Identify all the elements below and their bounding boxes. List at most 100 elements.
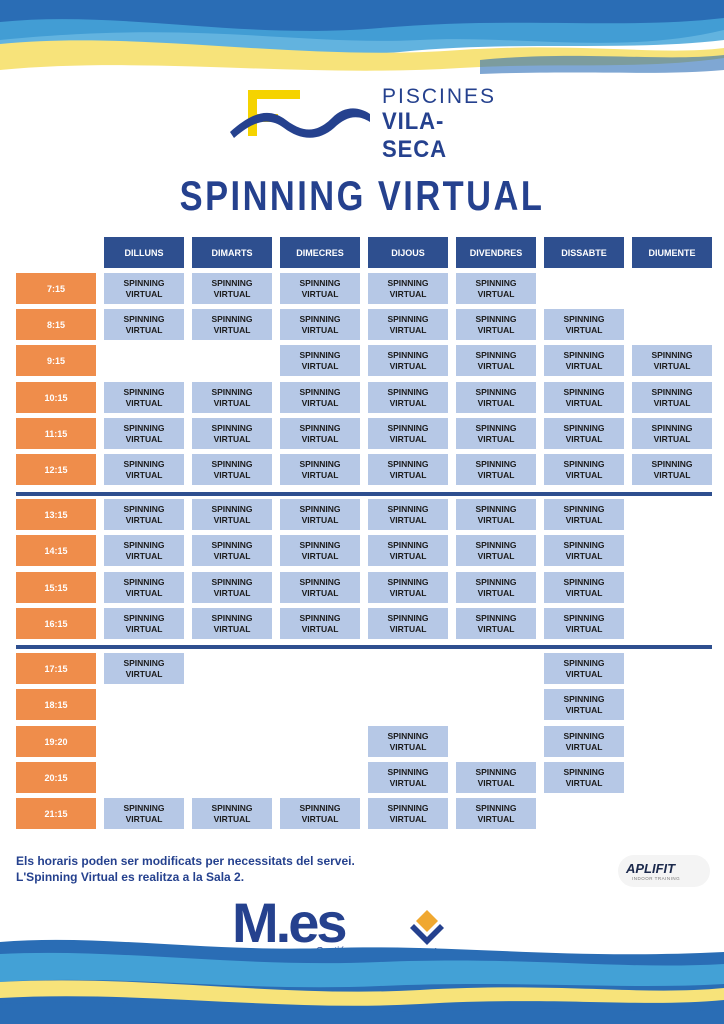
class-slot-dimarts: SPINNING VIRTUAL [192, 499, 272, 530]
class-slot-dissabte: SPINNING VIRTUAL [544, 309, 624, 340]
aplifit-logo: APLIFIT INDOOR TRAINING [618, 855, 710, 887]
class-slot-dissabte: SPINNING VIRTUAL [544, 499, 624, 530]
class-slot-dilluns: SPINNING VIRTUAL [104, 382, 184, 413]
class-slot-dijous: SPINNING VIRTUAL [368, 454, 448, 485]
class-slot-diumente: SPINNING VIRTUAL [632, 345, 712, 376]
class-slot-dijous: SPINNING VIRTUAL [368, 418, 448, 449]
time-slot: 12:15 [16, 454, 96, 485]
class-slot-dimecres: SPINNING VIRTUAL [280, 345, 360, 376]
class-slot-dilluns: SPINNING VIRTUAL [104, 309, 184, 340]
class-slot-dijous: SPINNING VIRTUAL [368, 499, 448, 530]
class-slot-divendres: SPINNING VIRTUAL [456, 454, 536, 485]
day-header-divendres: DIVENDRES [456, 237, 536, 268]
time-slot: 8:15 [16, 309, 96, 340]
top-wave-decoration [0, 0, 724, 74]
note-line2: L'Spinning Virtual es realitza a la Sala… [16, 870, 245, 884]
class-slot-dilluns: SPINNING VIRTUAL [104, 798, 184, 829]
class-slot-dilluns: SPINNING VIRTUAL [104, 608, 184, 639]
class-slot-dijous: SPINNING VIRTUAL [368, 345, 448, 376]
class-slot-dissabte: SPINNING VIRTUAL [544, 689, 624, 720]
class-slot-divendres: SPINNING VIRTUAL [456, 382, 536, 413]
class-slot-diumente: SPINNING VIRTUAL [632, 454, 712, 485]
class-slot-dissabte: SPINNING VIRTUAL [544, 345, 624, 376]
day-header-dimecres: DIMECRES [280, 237, 360, 268]
class-slot-dissabte: SPINNING VIRTUAL [544, 382, 624, 413]
time-slot: 20:15 [16, 762, 96, 793]
class-slot-dimarts: SPINNING VIRTUAL [192, 273, 272, 304]
class-slot-divendres: SPINNING VIRTUAL [456, 499, 536, 530]
day-header-diumente: DIUMENTE [632, 237, 712, 268]
time-slot: 18:15 [16, 689, 96, 720]
notes: Els horaris poden ser modificats per nec… [16, 853, 355, 885]
day-header-dimarts: DIMARTS [192, 237, 272, 268]
class-slot-dilluns: SPINNING VIRTUAL [104, 572, 184, 603]
class-slot-divendres: SPINNING VIRTUAL [456, 798, 536, 829]
class-slot-dissabte: SPINNING VIRTUAL [544, 762, 624, 793]
class-slot-dilluns: SPINNING VIRTUAL [104, 273, 184, 304]
class-slot-dissabte: SPINNING VIRTUAL [544, 608, 624, 639]
class-slot-dijous: SPINNING VIRTUAL [368, 382, 448, 413]
class-slot-dimecres: SPINNING VIRTUAL [280, 608, 360, 639]
time-slot: 19:20 [16, 726, 96, 757]
class-slot-dijous: SPINNING VIRTUAL [368, 572, 448, 603]
class-slot-divendres: SPINNING VIRTUAL [456, 309, 536, 340]
page-title: SPINNING VIRTUAL [179, 172, 545, 219]
time-slot: 7:15 [16, 273, 96, 304]
class-slot-dimecres: SPINNING VIRTUAL [280, 309, 360, 340]
time-slot: 14:15 [16, 535, 96, 566]
class-slot-dilluns: SPINNING VIRTUAL [104, 499, 184, 530]
class-slot-dilluns: SPINNING VIRTUAL [104, 653, 184, 684]
class-slot-dilluns: SPINNING VIRTUAL [104, 418, 184, 449]
class-slot-dissabte: SPINNING VIRTUAL [544, 535, 624, 566]
time-slot: 17:15 [16, 653, 96, 684]
class-slot-divendres: SPINNING VIRTUAL [456, 345, 536, 376]
day-header-dijous: DIJOUS [368, 237, 448, 268]
class-slot-dissabte: SPINNING VIRTUAL [544, 454, 624, 485]
class-slot-divendres: SPINNING VIRTUAL [456, 572, 536, 603]
class-slot-dijous: SPINNING VIRTUAL [368, 762, 448, 793]
class-slot-dimecres: SPINNING VIRTUAL [280, 572, 360, 603]
class-slot-dijous: SPINNING VIRTUAL [368, 798, 448, 829]
class-slot-diumente: SPINNING VIRTUAL [632, 418, 712, 449]
time-slot: 15:15 [16, 572, 96, 603]
class-slot-diumente: SPINNING VIRTUAL [632, 382, 712, 413]
class-slot-dijous: SPINNING VIRTUAL [368, 309, 448, 340]
class-slot-dissabte: SPINNING VIRTUAL [544, 653, 624, 684]
class-slot-dimecres: SPINNING VIRTUAL [280, 798, 360, 829]
class-slot-divendres: SPINNING VIRTUAL [456, 535, 536, 566]
brand-line2: VILA-SECA [382, 108, 448, 163]
schedule-grid: DILLUNS DIMARTS DIMECRES DIJOUS DIVENDRES DIS… [16, 237, 712, 837]
class-slot-dimecres: SPINNING VIRTUAL [280, 273, 360, 304]
aplifit-name: APLIFIT [626, 861, 676, 876]
time-slot: 13:15 [16, 499, 96, 530]
class-slot-dimecres: SPINNING VIRTUAL [280, 454, 360, 485]
class-slot-dijous: SPINNING VIRTUAL [368, 273, 448, 304]
day-header-dissabte: DISSABTE [544, 237, 624, 268]
time-slot: 9:15 [16, 345, 96, 376]
class-slot-divendres: SPINNING VIRTUAL [456, 418, 536, 449]
class-slot-dimarts: SPINNING VIRTUAL [192, 309, 272, 340]
class-slot-dimarts: SPINNING VIRTUAL [192, 454, 272, 485]
class-slot-dilluns: SPINNING VIRTUAL [104, 454, 184, 485]
brand-line1: PISCINES [382, 85, 497, 108]
class-slot-dimecres: SPINNING VIRTUAL [280, 382, 360, 413]
class-slot-divendres: SPINNING VIRTUAL [456, 273, 536, 304]
class-slot-dimarts: SPINNING VIRTUAL [192, 382, 272, 413]
mes-name: M.es [232, 891, 347, 954]
ajuntament-emblem-icon [410, 910, 444, 945]
note-line1: Els horaris poden ser modificats per nec… [16, 854, 355, 868]
class-slot-dimecres: SPINNING VIRTUAL [280, 418, 360, 449]
section-divider [16, 645, 712, 649]
class-slot-dimarts: SPINNING VIRTUAL [192, 798, 272, 829]
class-slot-dijous: SPINNING VIRTUAL [368, 535, 448, 566]
time-slot: 10:15 [16, 382, 96, 413]
class-slot-dimarts: SPINNING VIRTUAL [192, 535, 272, 566]
section-divider [16, 492, 712, 496]
class-slot-dimecres: SPINNING VIRTUAL [280, 499, 360, 530]
class-slot-dissabte: SPINNING VIRTUAL [544, 726, 624, 757]
day-header-dilluns: DILLUNS [104, 237, 184, 268]
class-slot-dimarts: SPINNING VIRTUAL [192, 572, 272, 603]
wave-logo-mark [230, 90, 370, 138]
class-slot-divendres: SPINNING VIRTUAL [456, 762, 536, 793]
class-slot-dijous: SPINNING VIRTUAL [368, 608, 448, 639]
